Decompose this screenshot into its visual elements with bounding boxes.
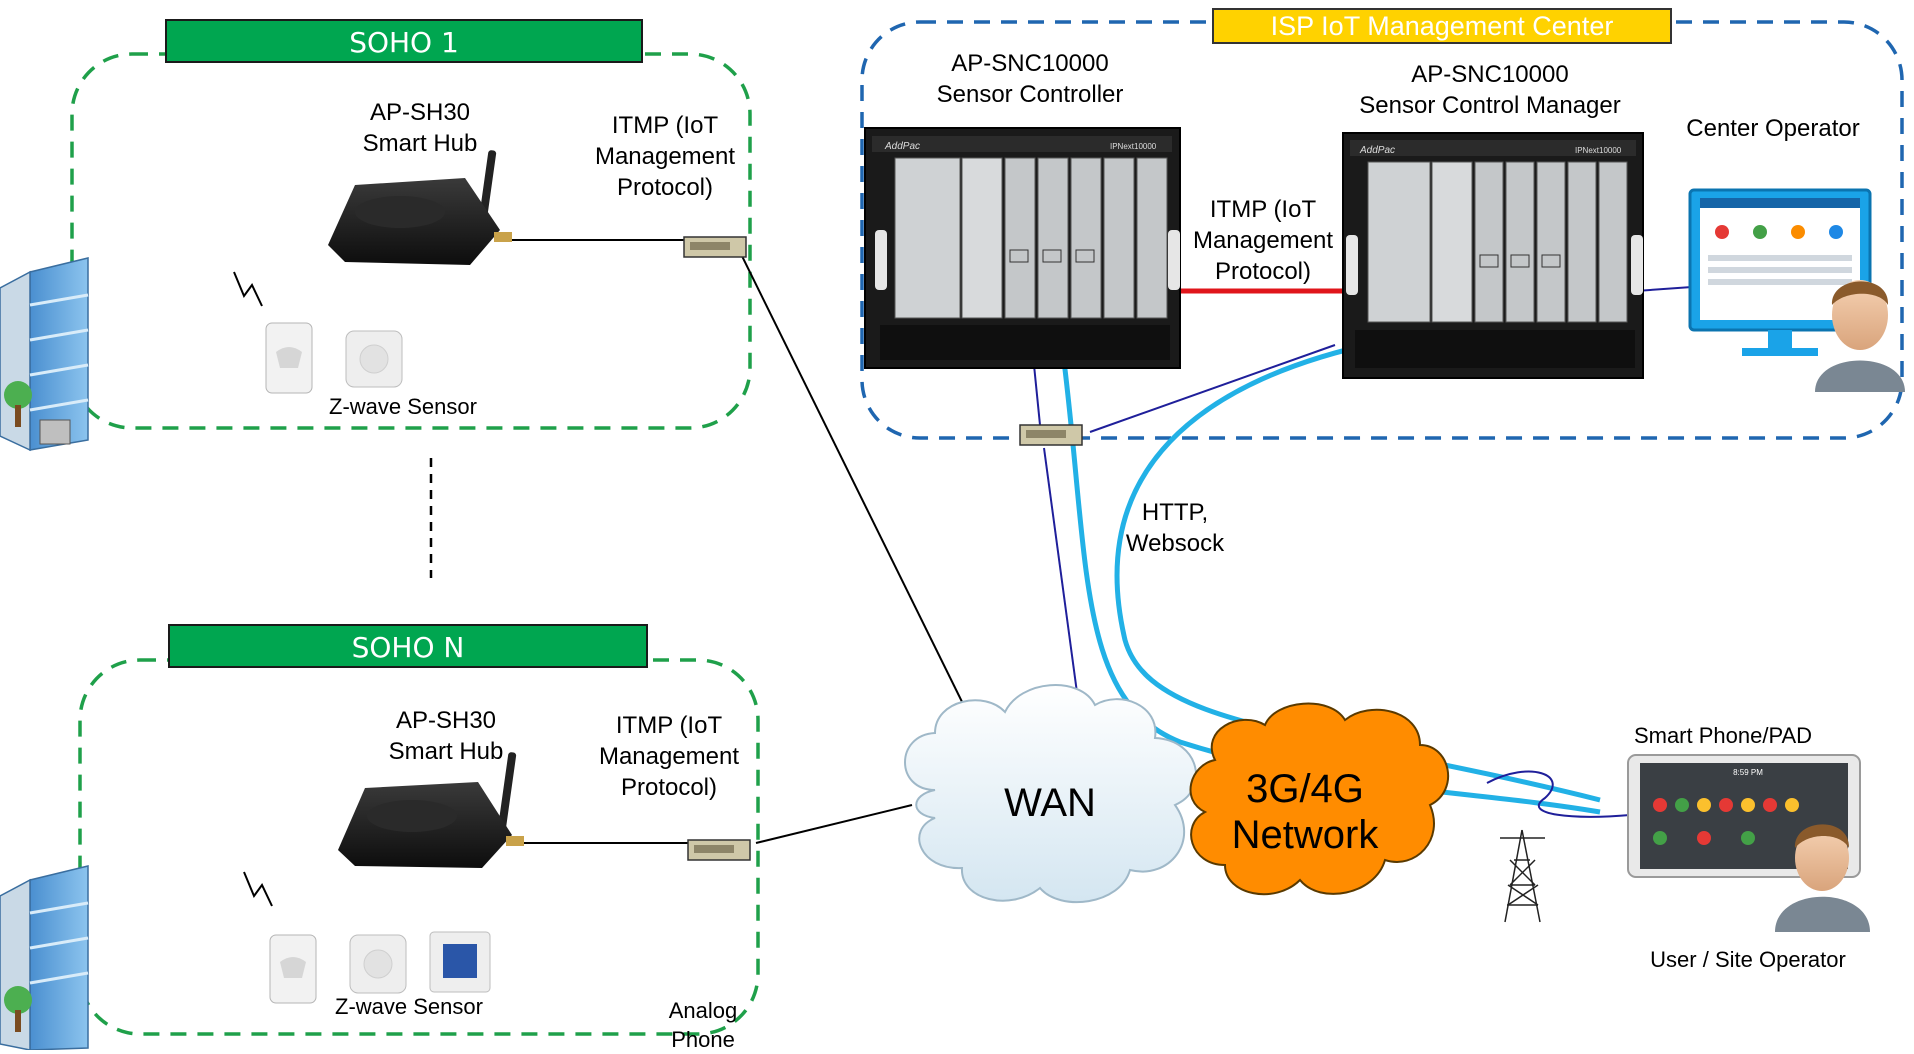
sohoN-wireless-icon <box>243 871 273 907</box>
soho1-smart-hub-icon <box>328 150 512 265</box>
sohoN-hub-label: AP-SH30 Smart Hub <box>376 705 516 767</box>
isp-itmp-line3: Protocol) <box>1214 258 1312 285</box>
sohoN-sensor-label: Z-wave Sensor <box>335 994 483 1019</box>
sensor-controller-rack: AddPac IPNext10000 <box>864 127 1181 369</box>
sohoN-hub-role: Smart Hub <box>388 738 504 765</box>
cell-tower-icon <box>1500 829 1545 923</box>
soho1-wireless-icon <box>233 271 263 307</box>
sohoN-analog-line1: Analog <box>668 998 738 1023</box>
center-monitor-icon <box>1688 188 1872 356</box>
websock-label: Websock <box>1125 530 1225 557</box>
manager-model: AP-SNC10000 <box>1411 61 1569 88</box>
soho1-itmp-line3: Protocol) <box>616 174 714 201</box>
manager-label: AP-SNC10000 Sensor Control Manager <box>1330 59 1650 121</box>
soho1-door-sensor-icon <box>345 330 403 388</box>
soho1-hub-role: Smart Hub <box>362 130 478 157</box>
wan-label: WAN <box>1004 781 1096 825</box>
manager-operator-link <box>1635 286 1693 292</box>
svg-text:8:59 PM: 8:59 PM <box>1733 768 1763 777</box>
mobile-device-label: Smart Phone/PAD <box>1633 723 1813 748</box>
switch-wan-link <box>1043 447 1079 701</box>
soho1-wan-link <box>739 251 971 719</box>
sohoN-smart-hub-icon <box>338 752 524 868</box>
sohoN-banner: SOHO N <box>168 624 648 668</box>
controller-wireless-link <box>1059 344 1601 815</box>
sohoN-itmp-line2: Management <box>598 743 740 770</box>
sohoN-analog-line2: Phone <box>671 1027 735 1052</box>
svg-text:IPNext10000: IPNext10000 <box>1575 146 1622 155</box>
wan-cloud <box>904 684 1198 904</box>
http-websock-label: HTTP, Websock <box>1112 497 1238 559</box>
sohoN-itmp-label: ITMP (IoT Management Protocol) <box>586 710 752 803</box>
sohoN-thermostat-icon <box>429 931 491 993</box>
manager-switch-link <box>1089 344 1336 433</box>
svg-text:AddPac: AddPac <box>1359 145 1395 156</box>
soho1-building-icon <box>0 257 89 452</box>
cellular-line1: 3G/4G <box>1246 767 1364 811</box>
soho1-itmp-line2: Management <box>594 143 736 170</box>
http-label: HTTP, <box>1141 499 1209 526</box>
isp-banner: ISP IoT Management Center <box>1212 8 1672 44</box>
sohoN-itmp-line1: ITMP (IoT <box>615 712 723 739</box>
sohoN-switch <box>687 839 751 861</box>
sohoN-wan-link <box>755 804 913 844</box>
controller-label: AP-SNC10000 Sensor Controller <box>910 48 1150 110</box>
cellular-tower-link <box>1486 770 1631 818</box>
sohoN-building-icon <box>0 865 89 1050</box>
sohoN-door-sensor-icon <box>349 934 407 994</box>
controller-model: AP-SNC10000 <box>951 50 1109 77</box>
soho1-itmp-label: ITMP (IoT Management Protocol) <box>582 110 748 203</box>
isp-itmp-line2: Management <box>1192 227 1334 254</box>
soho1-hub-label: AP-SH30 Smart Hub <box>355 97 485 159</box>
svg-text:AddPac: AddPac <box>884 141 920 152</box>
sohoN-hub-model: AP-SH30 <box>395 707 497 734</box>
soho1-sensor-label: Z-wave Sensor <box>329 394 477 419</box>
cellular-line2: Network <box>1231 813 1379 857</box>
center-operator-avatar <box>1815 280 1905 392</box>
soho1-itmp-line1: ITMP (IoT <box>611 112 719 139</box>
soho1-hub-model: AP-SH30 <box>369 99 471 126</box>
site-operator-avatar <box>1775 824 1870 932</box>
center-operator-label: Center Operator <box>1686 115 1860 142</box>
cellular-cloud <box>1189 702 1449 896</box>
soho1-motion-sensor-icon <box>265 322 313 394</box>
isp-switch <box>1019 424 1083 446</box>
sohoN-analog-label: Analog Phone <box>658 996 748 1054</box>
controller-role: Sensor Controller <box>936 81 1124 108</box>
cellular-label: 3G/4G Network <box>1215 766 1395 858</box>
manager-role: Sensor Control Manager <box>1359 92 1621 119</box>
mobile-user-label: User / Site Operator <box>1650 947 1846 972</box>
isp-itmp-line1: ITMP (IoT <box>1209 196 1317 223</box>
sohoN-motion-sensor-icon <box>269 934 317 1004</box>
svg-text:IPNext10000: IPNext10000 <box>1110 142 1157 151</box>
sohoN-itmp-line3: Protocol) <box>620 774 718 801</box>
soho1-switch <box>683 236 747 258</box>
isp-itmp-label: ITMP (IoT Management Protocol) <box>1180 194 1346 287</box>
sensor-control-manager-rack: AddPac IPNext10000 <box>1342 132 1644 379</box>
soho1-banner: SOHO 1 <box>165 19 643 63</box>
